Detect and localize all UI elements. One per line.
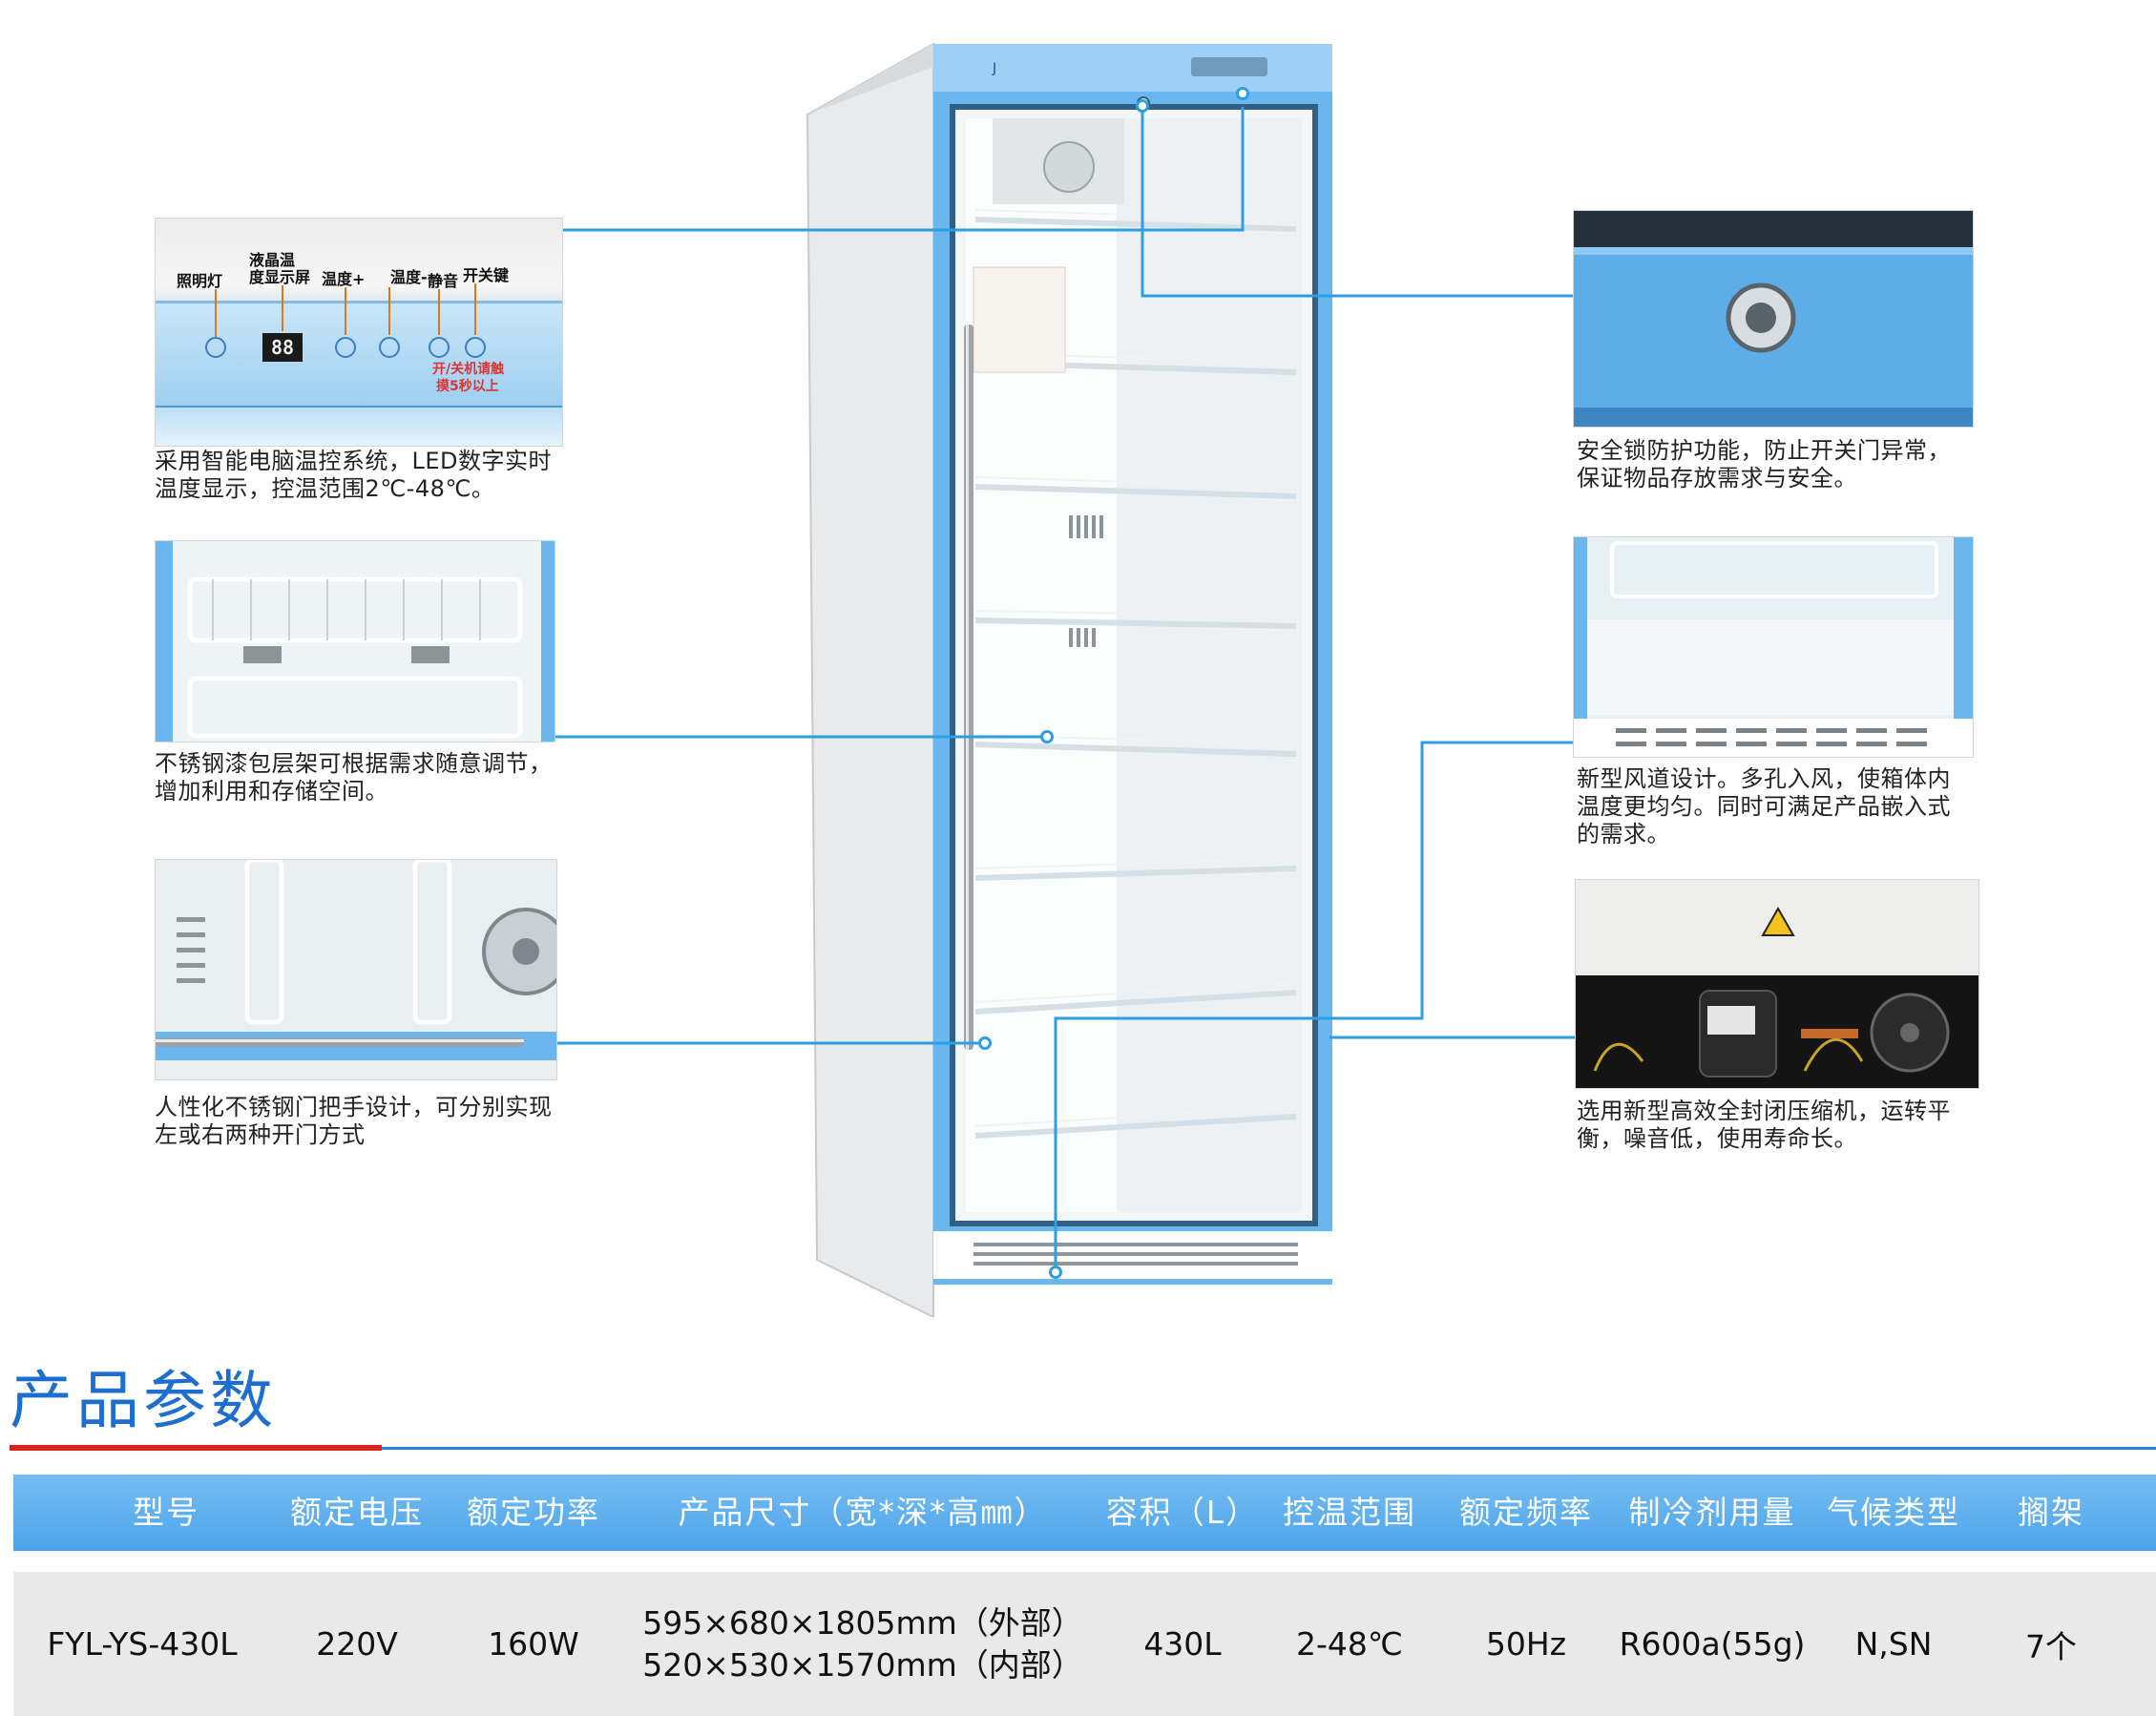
panel-strip-bottom [156,406,562,446]
marker-dot-shelf [1040,730,1054,743]
pointer-temp-down [388,287,390,335]
header-power: 额定功率 [467,1494,600,1531]
cell-model: FYL-YS-430L [47,1625,238,1663]
cell-voltage: 220V [316,1625,398,1663]
lock-caption: 安全锁防护功能，防止开关门异常， 保证物品存放需求与安全。 [1577,437,1951,492]
pointer-light [215,289,217,337]
label-light: 照明灯 [177,272,223,290]
cell-frequency: 50Hz [1485,1625,1567,1663]
handle-caption: 人性化不锈钢门把手设计，可分别实现 左或右两种开门方式 [155,1094,553,1149]
label-lcd-line1: 液晶温 [249,251,296,269]
shelves-photo [155,540,555,743]
spec-section-title: 产品参数 [10,1364,277,1437]
header-model: 型号 [133,1494,199,1531]
header-voltage: 额定电压 [290,1494,424,1531]
title-underline-red [10,1445,382,1451]
header-climate: 气候类型 [1827,1494,1960,1531]
caption-line: 左或右两种开门方式 [155,1121,366,1148]
caption-line: 衡，噪音低，使用寿命长。 [1577,1125,1857,1152]
label-power: 开关键 [463,266,510,284]
caption-line: 采用智能电脑温控系统，LED数字实时 [155,448,553,474]
label-temp-down: 温度- [390,268,428,286]
airflow-photo [1573,536,1974,758]
header-frequency: 额定频率 [1459,1494,1593,1531]
compressor-photo [1575,879,1979,1089]
caption-line: 新型风道设计。多孔入风，使箱体内 [1577,765,1951,792]
svg-text:J: J [992,61,996,76]
power-button-icon [465,337,486,358]
cell-size-outer: 595×680×1805mm（外部） [642,1603,1083,1642]
pointer-lcd [282,285,283,331]
power-hint-line1: 开/关机请触 [432,362,505,377]
cell-climate: N,SN [1854,1625,1933,1663]
shelves-caption: 不锈钢漆包层架可根据需求随意调节， 增加利用和存储空间。 [155,750,553,806]
header-temp-range: 控温范围 [1283,1494,1416,1531]
cell-temp-range: 2-48℃ [1296,1625,1403,1663]
header-shelves: 搁架 [2018,1494,2084,1531]
spec-table-row: FYL-YS-430L 220V 160W 595×680×1805mm（外部）… [13,1572,2156,1716]
handle-photo [155,859,557,1080]
caption-line: 的需求。 [1577,821,1670,848]
cell-power: 160W [488,1625,579,1663]
cell-size-inner: 520×530×1570mm（内部） [642,1645,1083,1684]
cell-capacity: 430L [1143,1625,1222,1663]
label-temp-up: 温度+ [322,270,366,288]
pointer-mute [438,289,440,335]
size-lines: 595×680×1805mm（外部） 520×530×1570mm（内部） [642,1602,1083,1686]
spec-table-header: 型号 额定电压 额定功率 产品尺寸（宽*深*高㎜） 容积（L） 控温范围 额定频… [13,1475,2156,1551]
lock-photo [1573,210,1974,428]
marker-dot-grille [1049,1266,1062,1279]
power-hint-line2: 摸5秒以上 [436,379,499,394]
caption-line: 不锈钢漆包层架可根据需求随意调节， [155,750,553,777]
cell-size: 595×680×1805mm（外部） 520×530×1570mm（内部） [624,1572,1101,1716]
marker-dot-handle [978,1036,992,1050]
caption-line: 温度显示，控温范围2℃-48℃。 [155,475,495,502]
caption-line: 增加利用和存储空间。 [155,778,388,805]
control-panel-photo: 照明灯 液晶温 度显示屏 温度+ 温度- 静音 开关键 88 开/关机请触 摸5… [155,218,563,447]
caption-line: 保证物品存放需求与安全。 [1577,465,1857,492]
label-mute: 静音 [428,272,459,290]
mute-button-icon [429,337,450,358]
light-button-icon [205,337,226,358]
control-panel-caption: 采用智能电脑温控系统，LED数字实时 温度显示，控温范围2℃-48℃。 [155,448,552,503]
title-underline-blue [382,1447,2156,1450]
caption-line: 温度更均匀。同时可满足产品嵌入式 [1577,793,1951,820]
caption-line: 选用新型高效全封闭压缩机，运转平 [1577,1098,1951,1124]
fridge-image: J [802,38,1346,1317]
caption-line: 安全锁防护功能，防止开关门异常， [1577,437,1951,464]
cell-shelves: 7个 [2025,1627,2077,1665]
header-capacity: 容积（L） [1105,1494,1260,1531]
lcd-display: 88 [262,333,303,362]
temp-up-button-icon [335,337,356,358]
airflow-caption: 新型风道设计。多孔入风，使箱体内 温度更均匀。同时可满足产品嵌入式 的需求。 [1577,765,1951,848]
caption-line: 人性化不锈钢门把手设计，可分别实现 [155,1094,553,1120]
temp-down-button-icon [379,337,400,358]
cell-refrigerant: R600a(55g) [1619,1625,1806,1663]
header-size: 产品尺寸（宽*深*高㎜） [678,1494,1048,1531]
pointer-temp-up [345,287,346,335]
marker-dot-lock [1136,99,1149,113]
header-refrigerant: 制冷剂用量 [1628,1494,1796,1531]
label-lcd-line2: 度显示屏 [249,268,311,286]
compressor-caption: 选用新型高效全封闭压缩机，运转平 衡，噪音低，使用寿命长。 [1577,1098,1951,1153]
marker-dot-display [1236,87,1249,100]
pointer-power [474,283,476,335]
